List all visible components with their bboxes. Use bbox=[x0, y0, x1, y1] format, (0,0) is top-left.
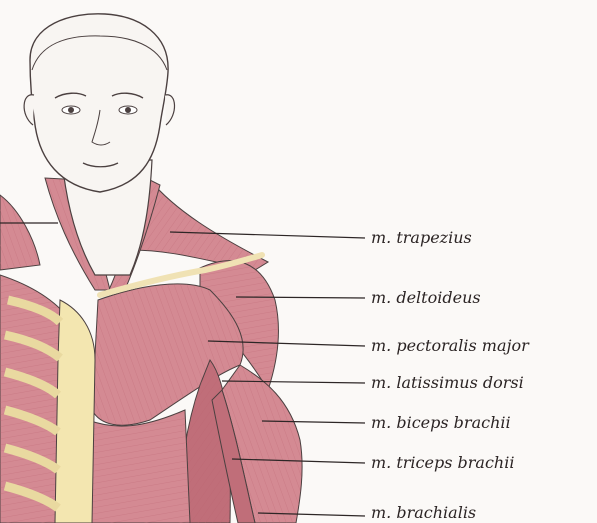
ribcage bbox=[0, 275, 95, 523]
label-brachialis: m. brachialis bbox=[371, 503, 476, 523]
label-deltoideus: m. deltoideus bbox=[371, 288, 481, 308]
label-latissimus-dorsi: m. latissimus dorsi bbox=[371, 373, 524, 393]
label-trapezius: m. trapezius bbox=[371, 228, 472, 248]
label-biceps-brachii: m. biceps brachii bbox=[371, 413, 511, 433]
label-triceps-brachii: m. triceps brachii bbox=[371, 453, 514, 473]
label-pectoralis-major: m. pectoralis major bbox=[371, 336, 529, 356]
abdominal-muscles bbox=[85, 410, 190, 523]
